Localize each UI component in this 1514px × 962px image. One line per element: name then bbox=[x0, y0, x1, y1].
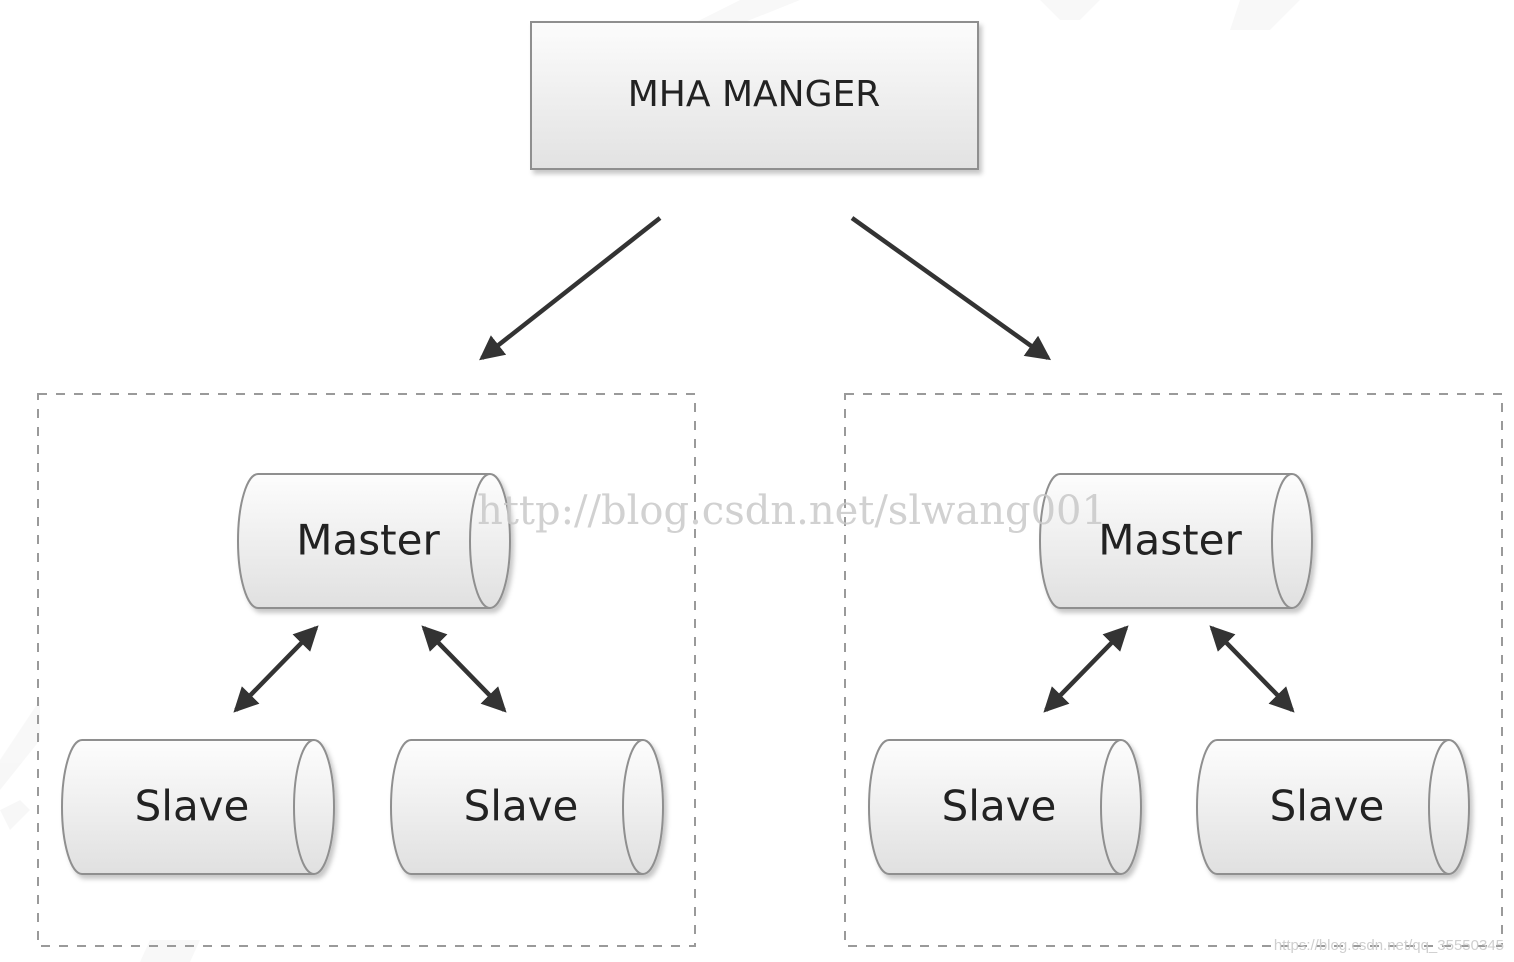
manager-to-right-group-arrow bbox=[850, 216, 1052, 361]
left-master-left-slave-arrow bbox=[233, 625, 319, 713]
cylinder-end-cap bbox=[1100, 739, 1122, 875]
right-master-node: Master bbox=[1039, 473, 1313, 609]
group-container-right bbox=[844, 393, 1503, 947]
cylinder-end-cap bbox=[1271, 473, 1293, 609]
left-slave-node-1: Slave bbox=[61, 739, 335, 875]
left-slave-node-2-label: Slave bbox=[464, 782, 579, 831]
corner-watermark: https://blog.csdn.net/qq_35550345 bbox=[1274, 937, 1504, 954]
right-master-left-slave-arrow bbox=[1043, 625, 1129, 713]
right-master-right-slave-arrow bbox=[1209, 625, 1295, 713]
cylinder-end-cap bbox=[622, 739, 644, 875]
right-slave-node-1: Slave bbox=[868, 739, 1142, 875]
left-slave-node-2: Slave bbox=[390, 739, 664, 875]
manager-to-left-group-arrow bbox=[479, 216, 662, 361]
right-master-node-label: Master bbox=[1098, 516, 1242, 565]
right-slave-node-2: Slave bbox=[1196, 739, 1470, 875]
center-watermark: http://blog.csdn.net/slwang001 bbox=[477, 488, 1107, 534]
right-slave-node-1-label: Slave bbox=[942, 782, 1057, 831]
mha-manager-label: MHA MANGER bbox=[628, 74, 880, 115]
left-master-right-slave-arrow bbox=[421, 625, 507, 713]
replication-arrows bbox=[233, 625, 1295, 713]
group-container-left bbox=[37, 393, 696, 947]
right-slave-node-2-label: Slave bbox=[1270, 782, 1385, 831]
left-slave-node-1-label: Slave bbox=[135, 782, 250, 831]
mha-manager-node: MHA MANGER bbox=[530, 21, 979, 170]
cylinder-end-cap bbox=[293, 739, 315, 875]
left-master-node-label: Master bbox=[296, 516, 440, 565]
cylinder-end-cap bbox=[469, 473, 491, 609]
cylinder-end-cap bbox=[1428, 739, 1450, 875]
left-master-node: Master bbox=[237, 473, 511, 609]
